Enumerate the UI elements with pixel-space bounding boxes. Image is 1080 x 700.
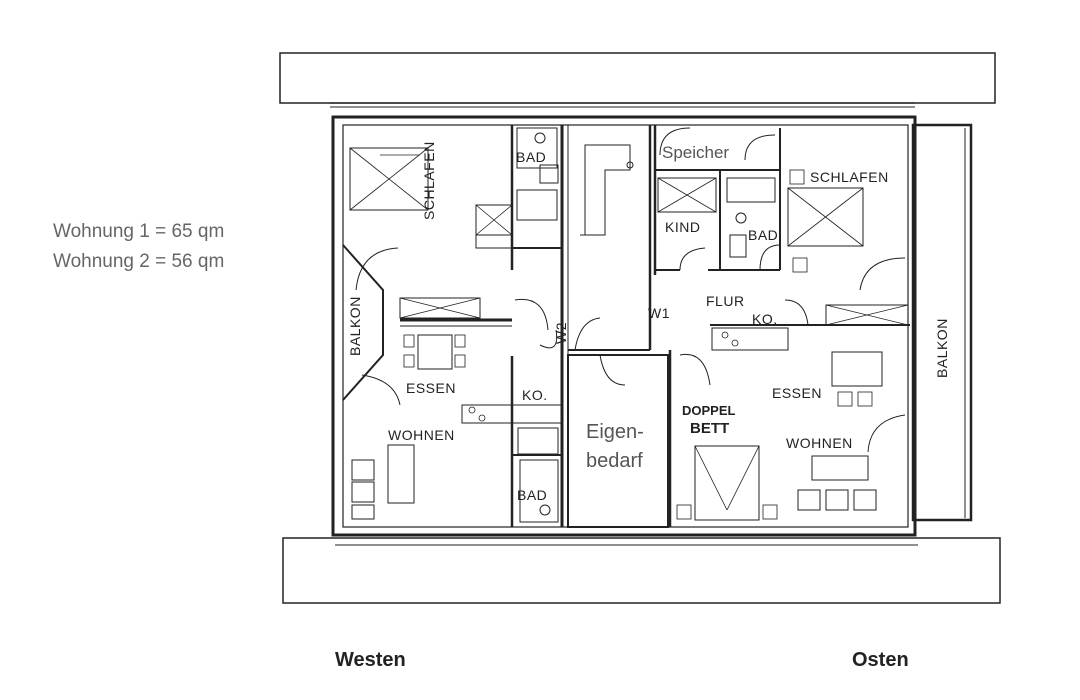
label-wohnen-right: WOHNEN <box>786 435 853 451</box>
label-doppel: DOPPEL <box>682 403 736 418</box>
label-wohnen-left: WOHNEN <box>388 427 455 443</box>
apartment-1-area: Wohnung 1 = 65 qm <box>53 221 225 242</box>
roof-band-top <box>279 52 996 108</box>
roof-band-bottom <box>282 537 1001 604</box>
label-essen-right: ESSEN <box>772 385 822 401</box>
label-bett: BETT <box>690 420 729 437</box>
right-apartment-walls <box>653 125 910 527</box>
label-flur: FLUR <box>706 293 745 309</box>
label-balkon-left: BALKON <box>347 296 363 356</box>
label-schlafen-right: SCHLAFEN <box>810 169 889 185</box>
label-schlafen-left: SCHLAFEN <box>421 141 437 220</box>
label-bad-bottom-left: BAD <box>517 487 547 503</box>
direction-east: Osten <box>852 649 909 671</box>
right-apartment-furniture <box>657 169 909 521</box>
label-balkon-right: BALKON <box>934 318 950 378</box>
label-w2: W2 <box>553 322 569 344</box>
label-w1: W1 <box>648 305 670 321</box>
label-speicher: Speicher <box>662 143 729 162</box>
label-ko-right: KO. <box>752 311 778 327</box>
label-bad-right: BAD <box>748 227 778 243</box>
apartment-2-area: Wohnung 2 = 56 qm <box>53 251 225 272</box>
label-bad-top-left: BAD <box>516 149 546 165</box>
label-essen-left: ESSEN <box>406 380 456 396</box>
direction-west: Westen <box>335 649 406 671</box>
label-kind: KIND <box>665 219 700 235</box>
label-eigenbedarf-2: bedarf <box>586 450 643 472</box>
stair-core <box>567 125 669 528</box>
label-ko-left: KO. <box>522 387 548 403</box>
left-apartment-walls <box>342 125 569 527</box>
left-apartment-furniture <box>349 127 563 523</box>
label-eigenbedarf-1: Eigen- <box>586 421 644 443</box>
